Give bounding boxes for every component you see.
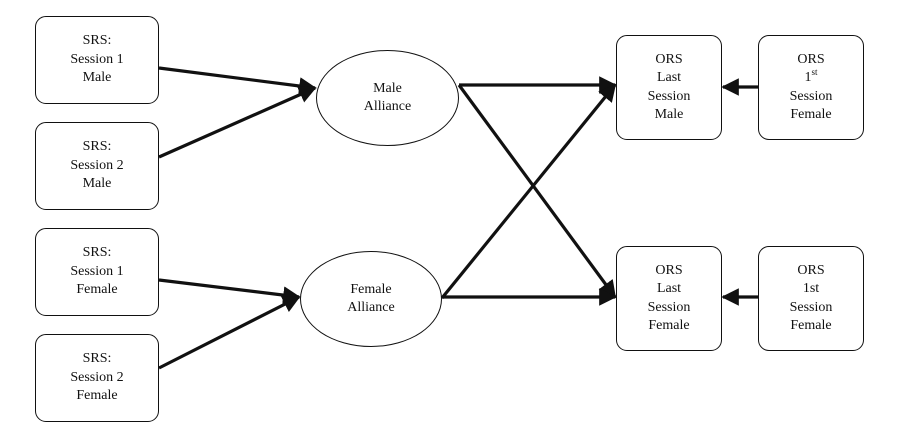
ors-first-session-female-box-top: ORS 1st Session Female — [758, 35, 864, 140]
arrow-srs-s2-male-to-male-alliance — [158, 86, 317, 159]
box-line: SRS: — [82, 139, 112, 155]
arrow-srs-s1-female-to-female-alliance — [158, 278, 301, 304]
box-line: Last — [656, 281, 682, 296]
box-line: ORS — [797, 262, 825, 278]
male-alliance-node: Male Alliance — [316, 50, 459, 146]
node-line: Female — [350, 281, 392, 297]
box-line: SRS: — [82, 351, 112, 367]
ors-last-session-male-box: ORS Last Session Male — [616, 35, 722, 140]
box-line: Female — [648, 318, 690, 333]
arrow-male-alliance-to-ors-last-female — [457, 84, 617, 299]
arrow-female-alliance-to-ors-last-male — [440, 83, 617, 300]
box-line: Female — [790, 107, 832, 122]
box-line: Male — [82, 70, 112, 86]
box-line: Female — [76, 282, 118, 298]
node-line: Alliance — [347, 300, 395, 315]
arrow-srs-s1-male-to-male-alliance — [158, 66, 317, 95]
arrow-srs-s2-female-to-female-alliance — [158, 295, 301, 370]
srs-session2-female-box: SRS: Session 2 Female — [35, 334, 159, 422]
box-line: Session — [647, 299, 691, 315]
box-line: Female — [76, 388, 118, 404]
ors-last-session-female-box: ORS Last Session Female — [616, 246, 722, 351]
box-line: SRS: — [82, 33, 112, 49]
box-line: Session 1 — [70, 51, 124, 67]
box-line: Session 2 — [70, 369, 124, 385]
box-line-ordinal: 1st — [804, 67, 818, 88]
box-line: Male — [654, 107, 684, 122]
female-alliance-node: Female Alliance — [300, 251, 442, 347]
ordinal-number: 1 — [804, 70, 812, 85]
srs-session1-female-box: SRS: Session 1 Female — [35, 228, 159, 316]
node-line: Alliance — [363, 99, 412, 114]
box-line: Male — [82, 176, 112, 192]
box-line: Last — [656, 70, 682, 85]
box-line: ORS — [655, 51, 683, 67]
box-line: ORS — [797, 51, 825, 67]
ors-first-session-female-box-bottom: ORS 1st Session Female — [758, 246, 864, 351]
box-line: Female — [790, 318, 832, 333]
box-line: Session — [789, 88, 833, 104]
box-line: 1st — [802, 281, 820, 296]
box-line: Session 1 — [70, 263, 124, 279]
srs-session1-male-box: SRS: Session 1 Male — [35, 16, 159, 104]
srs-session2-male-box: SRS: Session 2 Male — [35, 122, 159, 210]
box-line: Session — [789, 299, 833, 315]
box-line: ORS — [655, 262, 683, 278]
node-line: Male — [373, 80, 402, 96]
ordinal-suffix: st — [811, 67, 818, 77]
box-line: Session — [647, 88, 691, 104]
box-line: Session 2 — [70, 157, 124, 173]
box-line: SRS: — [82, 245, 112, 261]
